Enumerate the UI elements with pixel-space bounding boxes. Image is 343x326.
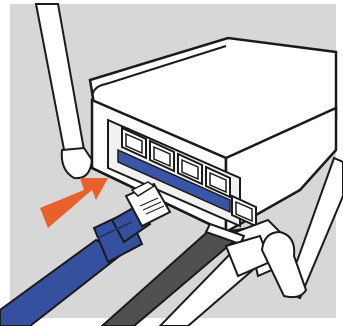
illustration-svg: [0, 0, 343, 326]
router-illustration: [0, 0, 343, 326]
